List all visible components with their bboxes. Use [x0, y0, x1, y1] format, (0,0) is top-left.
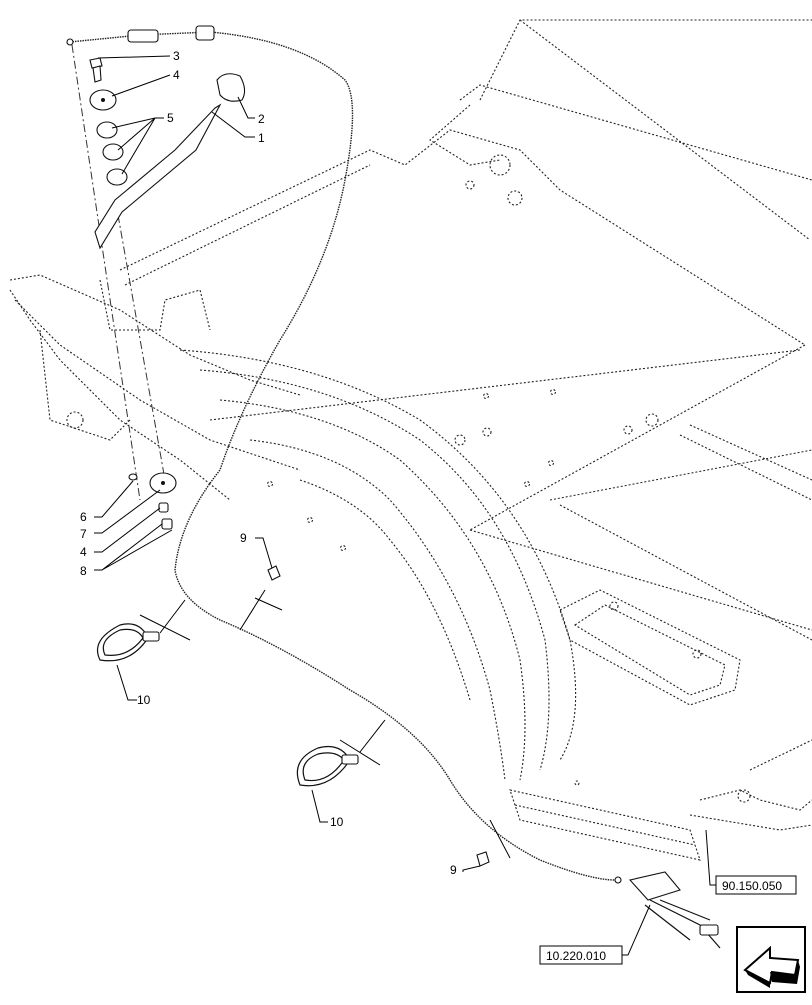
bolt: [89, 57, 103, 83]
wiper-arm: [94, 103, 222, 250]
wiper-cable: [69, 31, 616, 881]
wiper-cap: [216, 73, 246, 102]
hose-clamp-10-upper: [96, 623, 160, 662]
callout-4-bottom: 4: [80, 545, 87, 559]
cable-fitting-top: [66, 25, 215, 46]
clip-9-lower: [476, 851, 490, 867]
washer-6: [128, 473, 138, 481]
washer-small-3: [106, 168, 128, 186]
callout-9-lower: 9: [450, 863, 457, 877]
callout-1: 1: [258, 131, 265, 145]
callout-4-top: 4: [173, 68, 180, 82]
assembly-center-line: [71, 44, 166, 501]
reference-label: 90.150.050: [722, 879, 782, 893]
washer-small-1: [96, 121, 118, 139]
callout-8: 8: [80, 564, 87, 578]
washer-small-2: [102, 143, 124, 161]
callout-10-upper: 10: [137, 693, 151, 707]
reference-label: 10.220.010: [546, 949, 606, 963]
leader-lines: [94, 55, 716, 956]
nut-8: [158, 502, 173, 530]
reference-box-90-150-050[interactable]: 90.150.050: [715, 875, 797, 895]
callout-2: 2: [258, 112, 265, 126]
callout-9-upper: 9: [240, 531, 247, 545]
callout-6: 6: [80, 510, 87, 524]
cable-break-marks: [139, 589, 511, 859]
next-page-arrow-icon[interactable]: [736, 926, 806, 993]
callout-7: 7: [80, 527, 87, 541]
machine-body-outline: [9, 19, 812, 861]
reference-box-10-220-010[interactable]: 10.220.010: [539, 945, 623, 965]
connector-plug: [614, 871, 721, 949]
callout-3: 3: [173, 49, 180, 63]
callout-5: 5: [167, 111, 174, 125]
clip-9-upper: [267, 565, 281, 581]
callout-labels: 3 4 5 2 1 6 7 4 8 9 10 10 9: [80, 49, 457, 877]
callout-10-lower: 10: [330, 815, 344, 829]
hose-clamp-10-lower: [296, 745, 359, 787]
